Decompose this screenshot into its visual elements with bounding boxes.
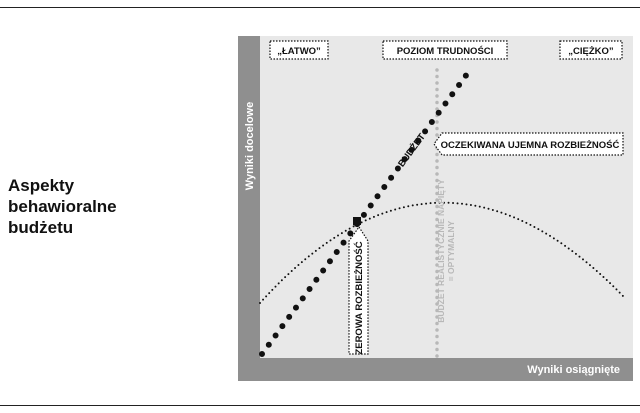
title-line: budżetu [8, 218, 74, 237]
negative-gap-label: OCZEKIWANA UJEMNA ROZBIEŻNOŚĆ [441, 139, 620, 151]
optimal-label-line-2: = OPTYMALNY [446, 220, 456, 281]
zero-gap-label-box [348, 225, 369, 355]
title-line: Aspekty [8, 176, 75, 195]
difficulty-label-box [382, 40, 508, 60]
budget-diagram: Wyniki docelowe Wyniki osiągnięte „ŁATWO… [238, 36, 633, 381]
x-axis-label: Wyniki osiągnięte [527, 364, 620, 376]
optimal-label-line-1: BUDŻET REALISTYCZNIE NAPIĘTY [436, 179, 446, 323]
y-axis-label: Wyniki docelowe [244, 102, 256, 190]
budget-line [259, 67, 473, 357]
negative-gap-label-box [433, 132, 624, 156]
hard-label: „CIĘŻKO” [568, 46, 614, 57]
diagram-svg: Wyniki docelowe Wyniki osiągnięte „ŁATWO… [238, 36, 633, 381]
zero-gap-label: ZEROWA ROZBIEŻNOŚĆ [353, 241, 365, 354]
title-line: behawioralne [8, 197, 117, 216]
y-axis-band [238, 36, 260, 381]
section-title: Aspekty behawioralne budżetu [8, 175, 178, 238]
easy-label: „ŁATWO” [277, 46, 321, 57]
top-rule [0, 7, 640, 8]
easy-label-box [269, 40, 329, 60]
x-axis-band [238, 358, 633, 381]
intersection-marker [353, 217, 361, 225]
hard-label-box [559, 40, 623, 60]
difficulty-label: POZIOM TRUDNOŚCI [397, 45, 494, 57]
bottom-rule [0, 405, 640, 406]
performance-curve [259, 201, 624, 304]
